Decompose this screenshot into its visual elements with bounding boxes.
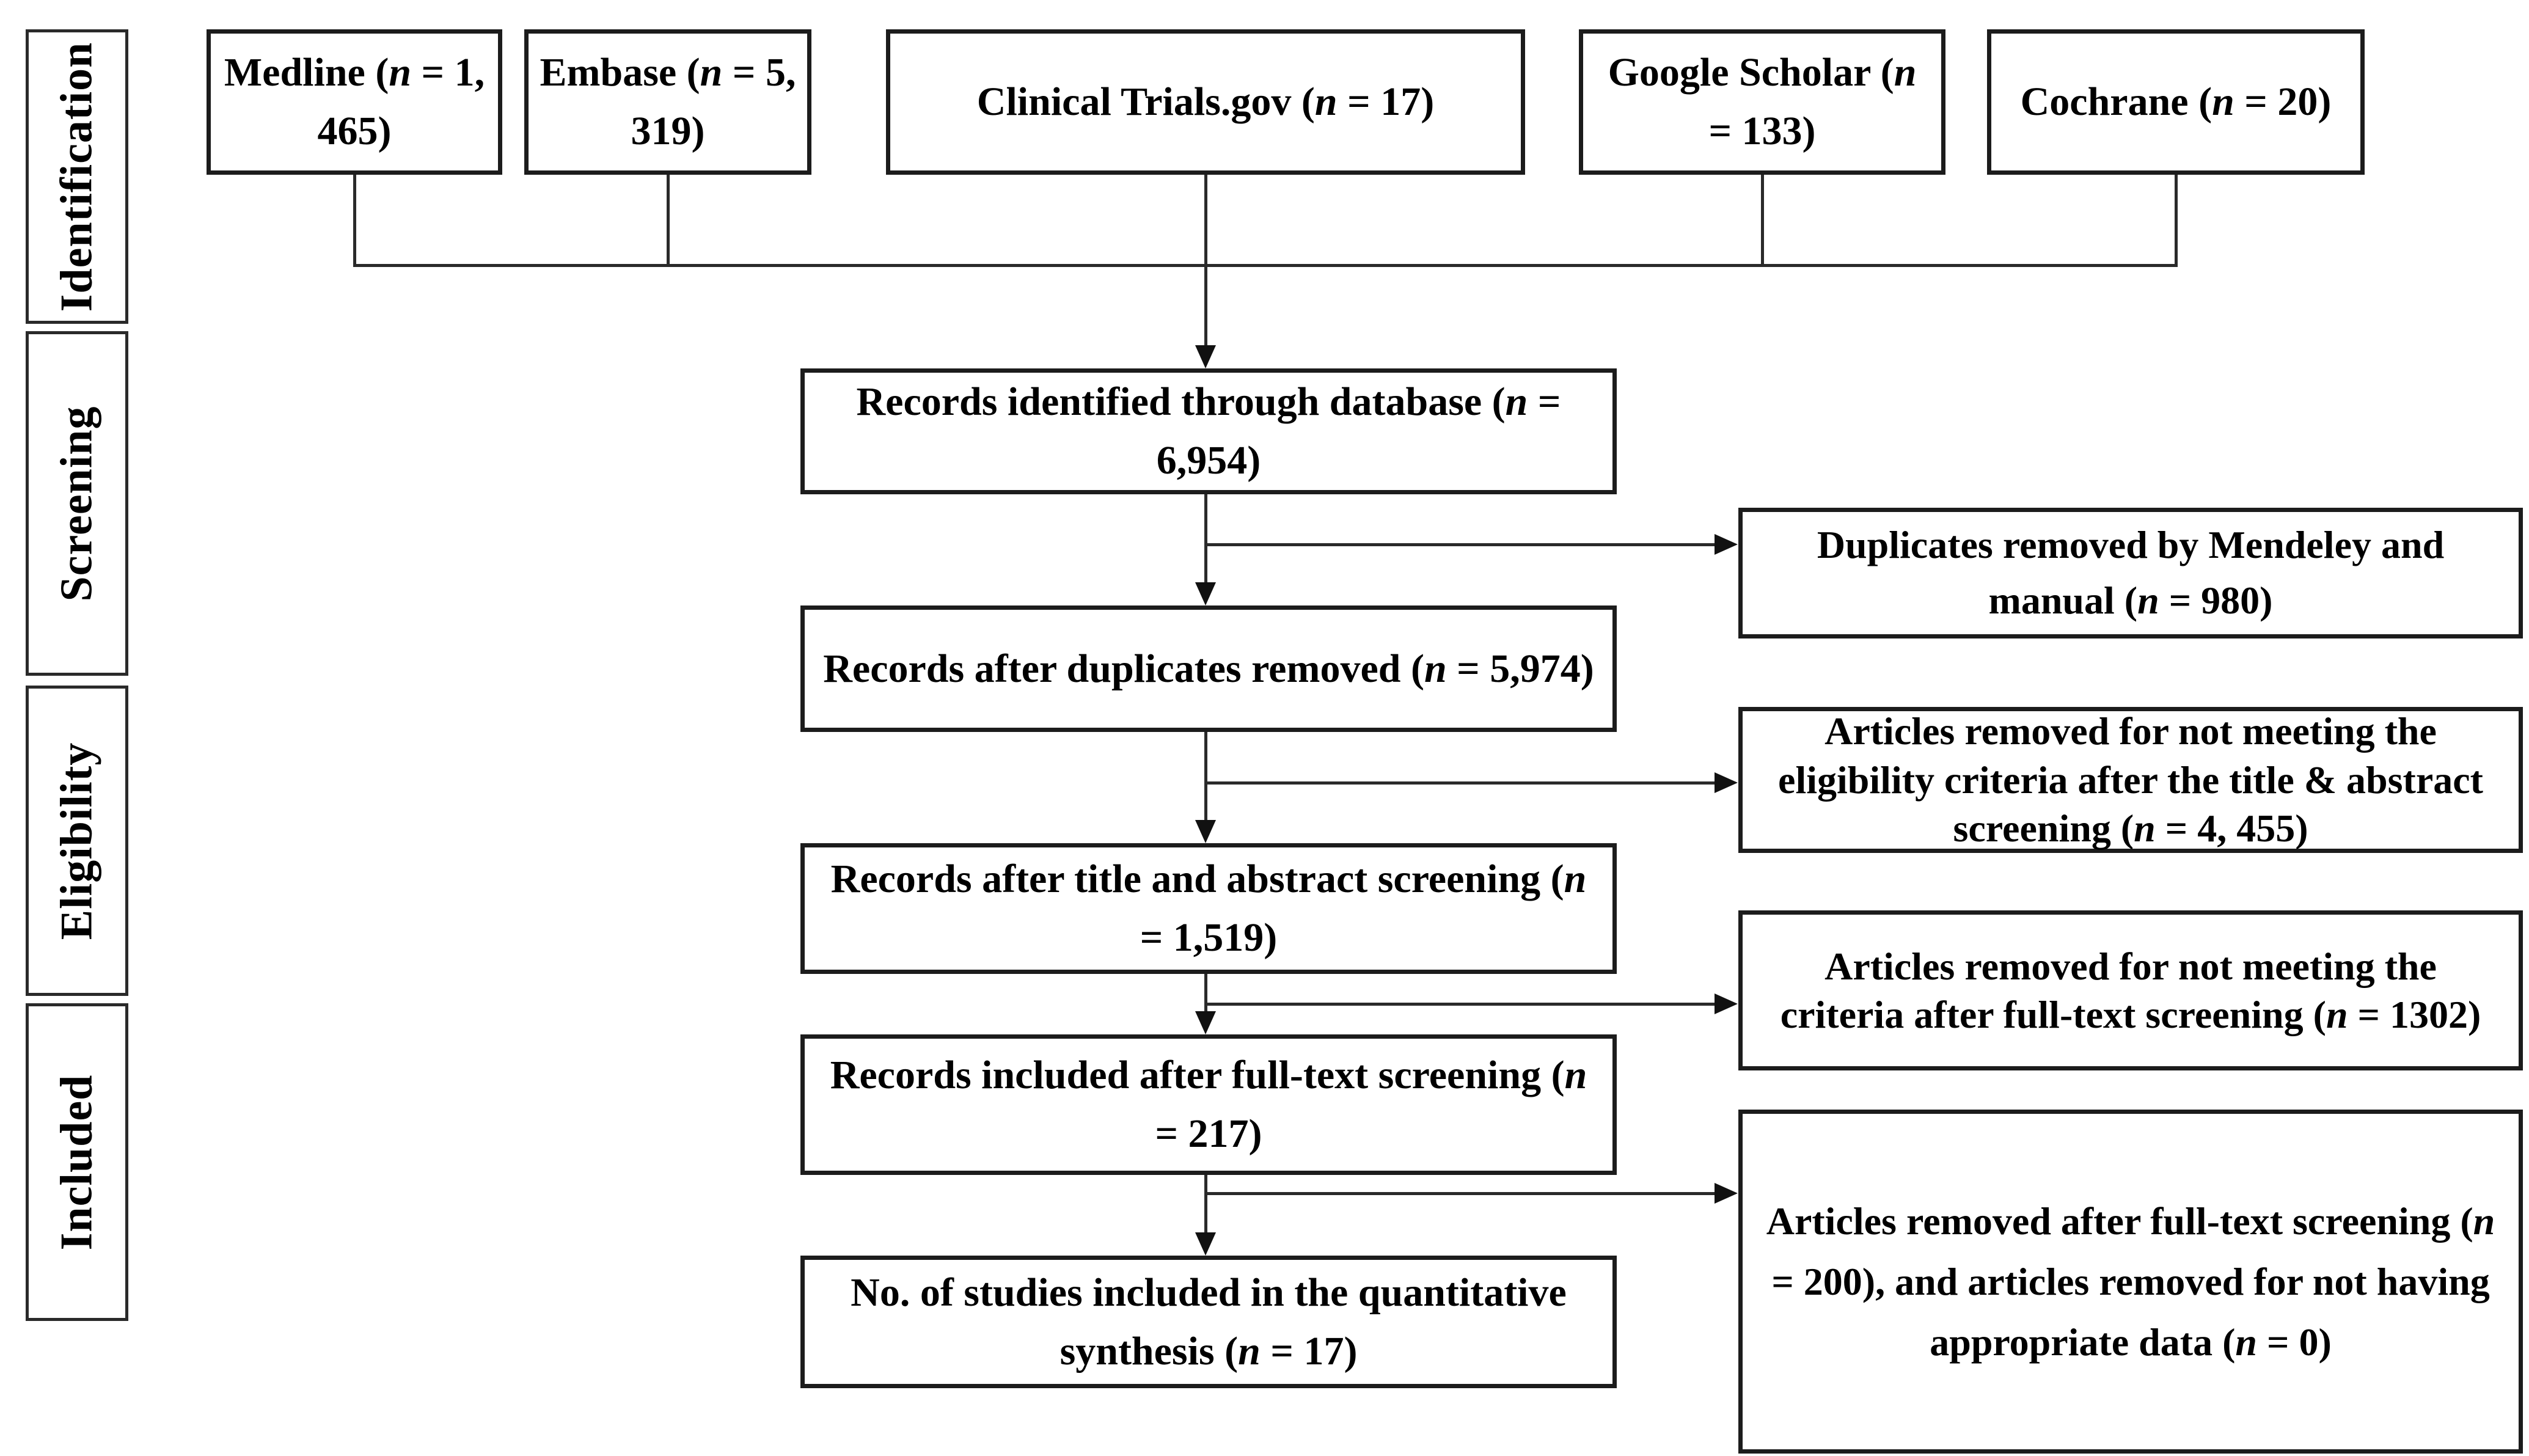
source-box-embase: Embase (n = 5, 319) <box>524 29 811 175</box>
flow-label-after-duplicates: Records after duplicates removed (n = 5,… <box>823 646 1594 691</box>
connector-vertical-google-scholar <box>1761 175 1764 266</box>
exclusion-box-duplicates: Duplicates removed by Mendeley and manua… <box>1738 508 2523 638</box>
arrowhead-down-title-abstract <box>1195 820 1216 843</box>
source-label-medline: Medline (n = 1, 465) <box>224 50 485 153</box>
arrowhead-right-duplicates <box>1715 534 1738 555</box>
connector-vertical-elbow-3 <box>1204 974 1207 1012</box>
connector-vertical-cochrane <box>2175 175 2178 266</box>
source-box-clinicaltrials: Clinical Trials.gov (n = 17) <box>886 29 1525 175</box>
connector-branch-full-text <box>1204 1003 1715 1006</box>
connector-branch-duplicates <box>1204 543 1715 546</box>
flow-box-quantitative-synthesis: No. of studies included in the quantitat… <box>800 1256 1617 1388</box>
connector-vertical-embase <box>667 175 670 266</box>
flow-label-records-identified: Records identified through database (n =… <box>856 379 1561 483</box>
flow-label-title-abstract: Records after title and abstract screeni… <box>830 857 1587 960</box>
source-box-cochrane: Cochrane (n = 20) <box>1987 29 2365 175</box>
exclusion-box-inappropriate-data: Articles removed after full-text screeni… <box>1738 1110 2523 1454</box>
stage-label-eligibility: Eligibility <box>51 742 102 940</box>
exclusion-box-full-text: Articles removed for not meeting the cri… <box>1738 910 2523 1070</box>
arrowhead-down-records-identified <box>1195 345 1216 368</box>
source-box-medline: Medline (n = 1, 465) <box>207 29 502 175</box>
arrowhead-down-full-text <box>1195 1011 1216 1034</box>
flow-label-quantitative-synthesis: No. of studies included in the quantitat… <box>851 1270 1567 1374</box>
connector-branch-removed-data <box>1204 1192 1715 1195</box>
connector-vertical-into-records-identified <box>1204 264 1207 347</box>
source-label-google-scholar: Google Scholar (n = 133) <box>1608 50 1917 153</box>
connector-horizontal-top <box>353 264 2178 267</box>
source-label-clinicaltrials: Clinical Trials.gov (n = 17) <box>976 79 1435 125</box>
connector-vertical-elbow-1 <box>1204 494 1207 585</box>
flow-box-full-text: Records included after full-text screeni… <box>800 1034 1617 1175</box>
exclusion-label-inappropriate-data: Articles removed after full-text screeni… <box>1766 1199 2495 1364</box>
arrowhead-right-full-text <box>1715 993 1738 1014</box>
exclusion-label-title-abstract: Articles removed for not meeting the eli… <box>1778 709 2483 851</box>
connector-vertical-medline <box>353 175 356 266</box>
source-label-embase: Embase (n = 5, 319) <box>540 50 796 153</box>
stage-box-eligibility: Eligibility <box>26 686 128 996</box>
stage-label-screening: Screening <box>51 405 102 602</box>
flow-box-after-duplicates: Records after duplicates removed (n = 5,… <box>800 605 1617 732</box>
stage-label-included: Included <box>51 1074 102 1250</box>
arrowhead-right-removed-data <box>1715 1183 1738 1204</box>
arrowhead-right-title-abstract <box>1715 772 1738 793</box>
exclusion-label-duplicates: Duplicates removed by Mendeley and manua… <box>1817 523 2445 622</box>
source-box-google-scholar: Google Scholar (n = 133) <box>1579 29 1945 175</box>
connector-vertical-clinicaltrials <box>1204 175 1207 266</box>
exclusion-box-title-abstract: Articles removed for not meeting the eli… <box>1738 707 2523 853</box>
arrowhead-down-after-duplicates <box>1195 582 1216 605</box>
arrowhead-down-quantitative <box>1195 1232 1216 1256</box>
stage-box-included: Included <box>26 1003 128 1321</box>
exclusion-label-full-text: Articles removed for not meeting the cri… <box>1780 944 2481 1036</box>
connector-vertical-elbow-4 <box>1204 1175 1207 1234</box>
flow-box-records-identified: Records identified through database (n =… <box>800 368 1617 494</box>
connector-branch-title-abstract <box>1204 781 1715 785</box>
stage-box-screening: Screening <box>26 331 128 676</box>
flow-box-title-abstract: Records after title and abstract screeni… <box>800 843 1617 974</box>
stage-label-identification: Identification <box>51 42 102 312</box>
stage-box-identification: Identification <box>26 29 128 324</box>
source-label-cochrane: Cochrane (n = 20) <box>2020 79 2332 125</box>
connector-vertical-elbow-2 <box>1204 732 1207 821</box>
flow-label-full-text: Records included after full-text screeni… <box>830 1053 1587 1156</box>
